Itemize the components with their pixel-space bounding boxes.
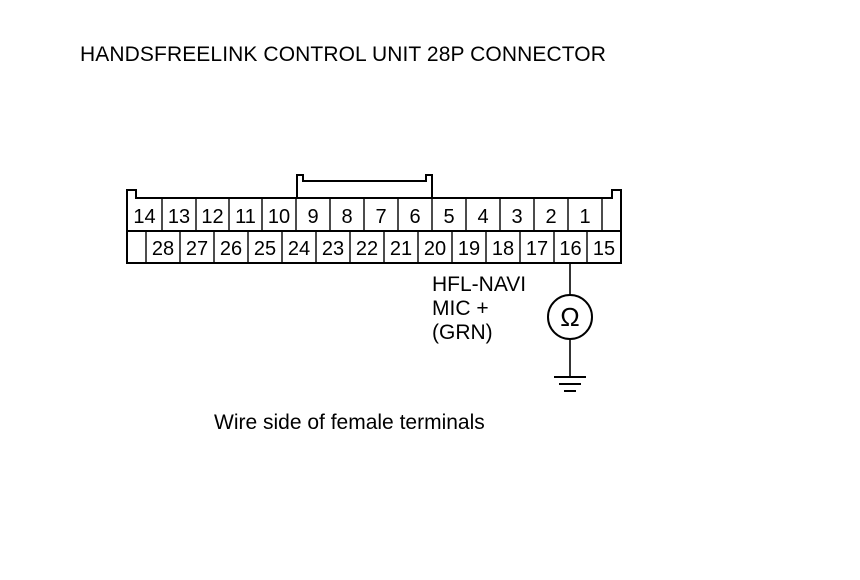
diagram-caption: Wire side of female terminals (214, 411, 485, 434)
top-terminal-row: 14 13 12 11 10 9 8 7 6 5 4 3 2 1 (133, 198, 603, 231)
terminal-20: 20 (424, 238, 446, 260)
terminal-11: 11 (235, 206, 256, 228)
terminal-13: 13 (168, 206, 190, 228)
terminal-25: 25 (254, 238, 276, 260)
terminal-22: 22 (356, 238, 378, 260)
terminal-19: 19 (458, 238, 480, 260)
terminal-7: 7 (375, 206, 386, 228)
wire-label-circuit: HFL-NAVI (432, 273, 527, 296)
terminal-18: 18 (492, 238, 514, 260)
terminal-28: 28 (152, 238, 174, 260)
connector-housing (126, 174, 622, 264)
terminal-12: 12 (201, 206, 223, 228)
terminal-4: 4 (477, 206, 488, 228)
terminal-17: 17 (526, 238, 548, 260)
ohm-symbol: Ω (560, 302, 579, 332)
bottom-terminal-row: 28 27 26 25 24 23 22 21 20 19 18 17 16 15 (145, 231, 615, 263)
terminal-16: 16 (559, 238, 581, 260)
terminal-5: 5 (443, 206, 454, 228)
terminal-2: 2 (545, 206, 556, 228)
wire-label-color: (GRN) (432, 321, 493, 344)
diagram-title: HANDSFREELINK CONTROL UNIT 28P CONNECTOR (80, 43, 606, 66)
terminal-10: 10 (268, 206, 290, 228)
terminal-3: 3 (511, 206, 522, 228)
terminal-6: 6 (409, 206, 420, 228)
terminal-24: 24 (288, 238, 310, 260)
terminal-1: 1 (579, 206, 590, 228)
ground-icon (554, 376, 586, 392)
terminal-21: 21 (390, 238, 412, 260)
terminal-14: 14 (133, 206, 155, 228)
terminal-15: 15 (593, 238, 615, 260)
terminal-26: 26 (220, 238, 242, 260)
ohmmeter-icon: Ω (547, 294, 593, 340)
terminal-9: 9 (307, 206, 318, 228)
terminal-23: 23 (322, 238, 344, 260)
wire-label: HFL-NAVI MIC + (GRN) (432, 273, 526, 345)
terminal-8: 8 (341, 206, 352, 228)
locking-tab (296, 174, 433, 198)
wire-label-signal: MIC + (432, 297, 489, 320)
terminal-27: 27 (186, 238, 208, 260)
